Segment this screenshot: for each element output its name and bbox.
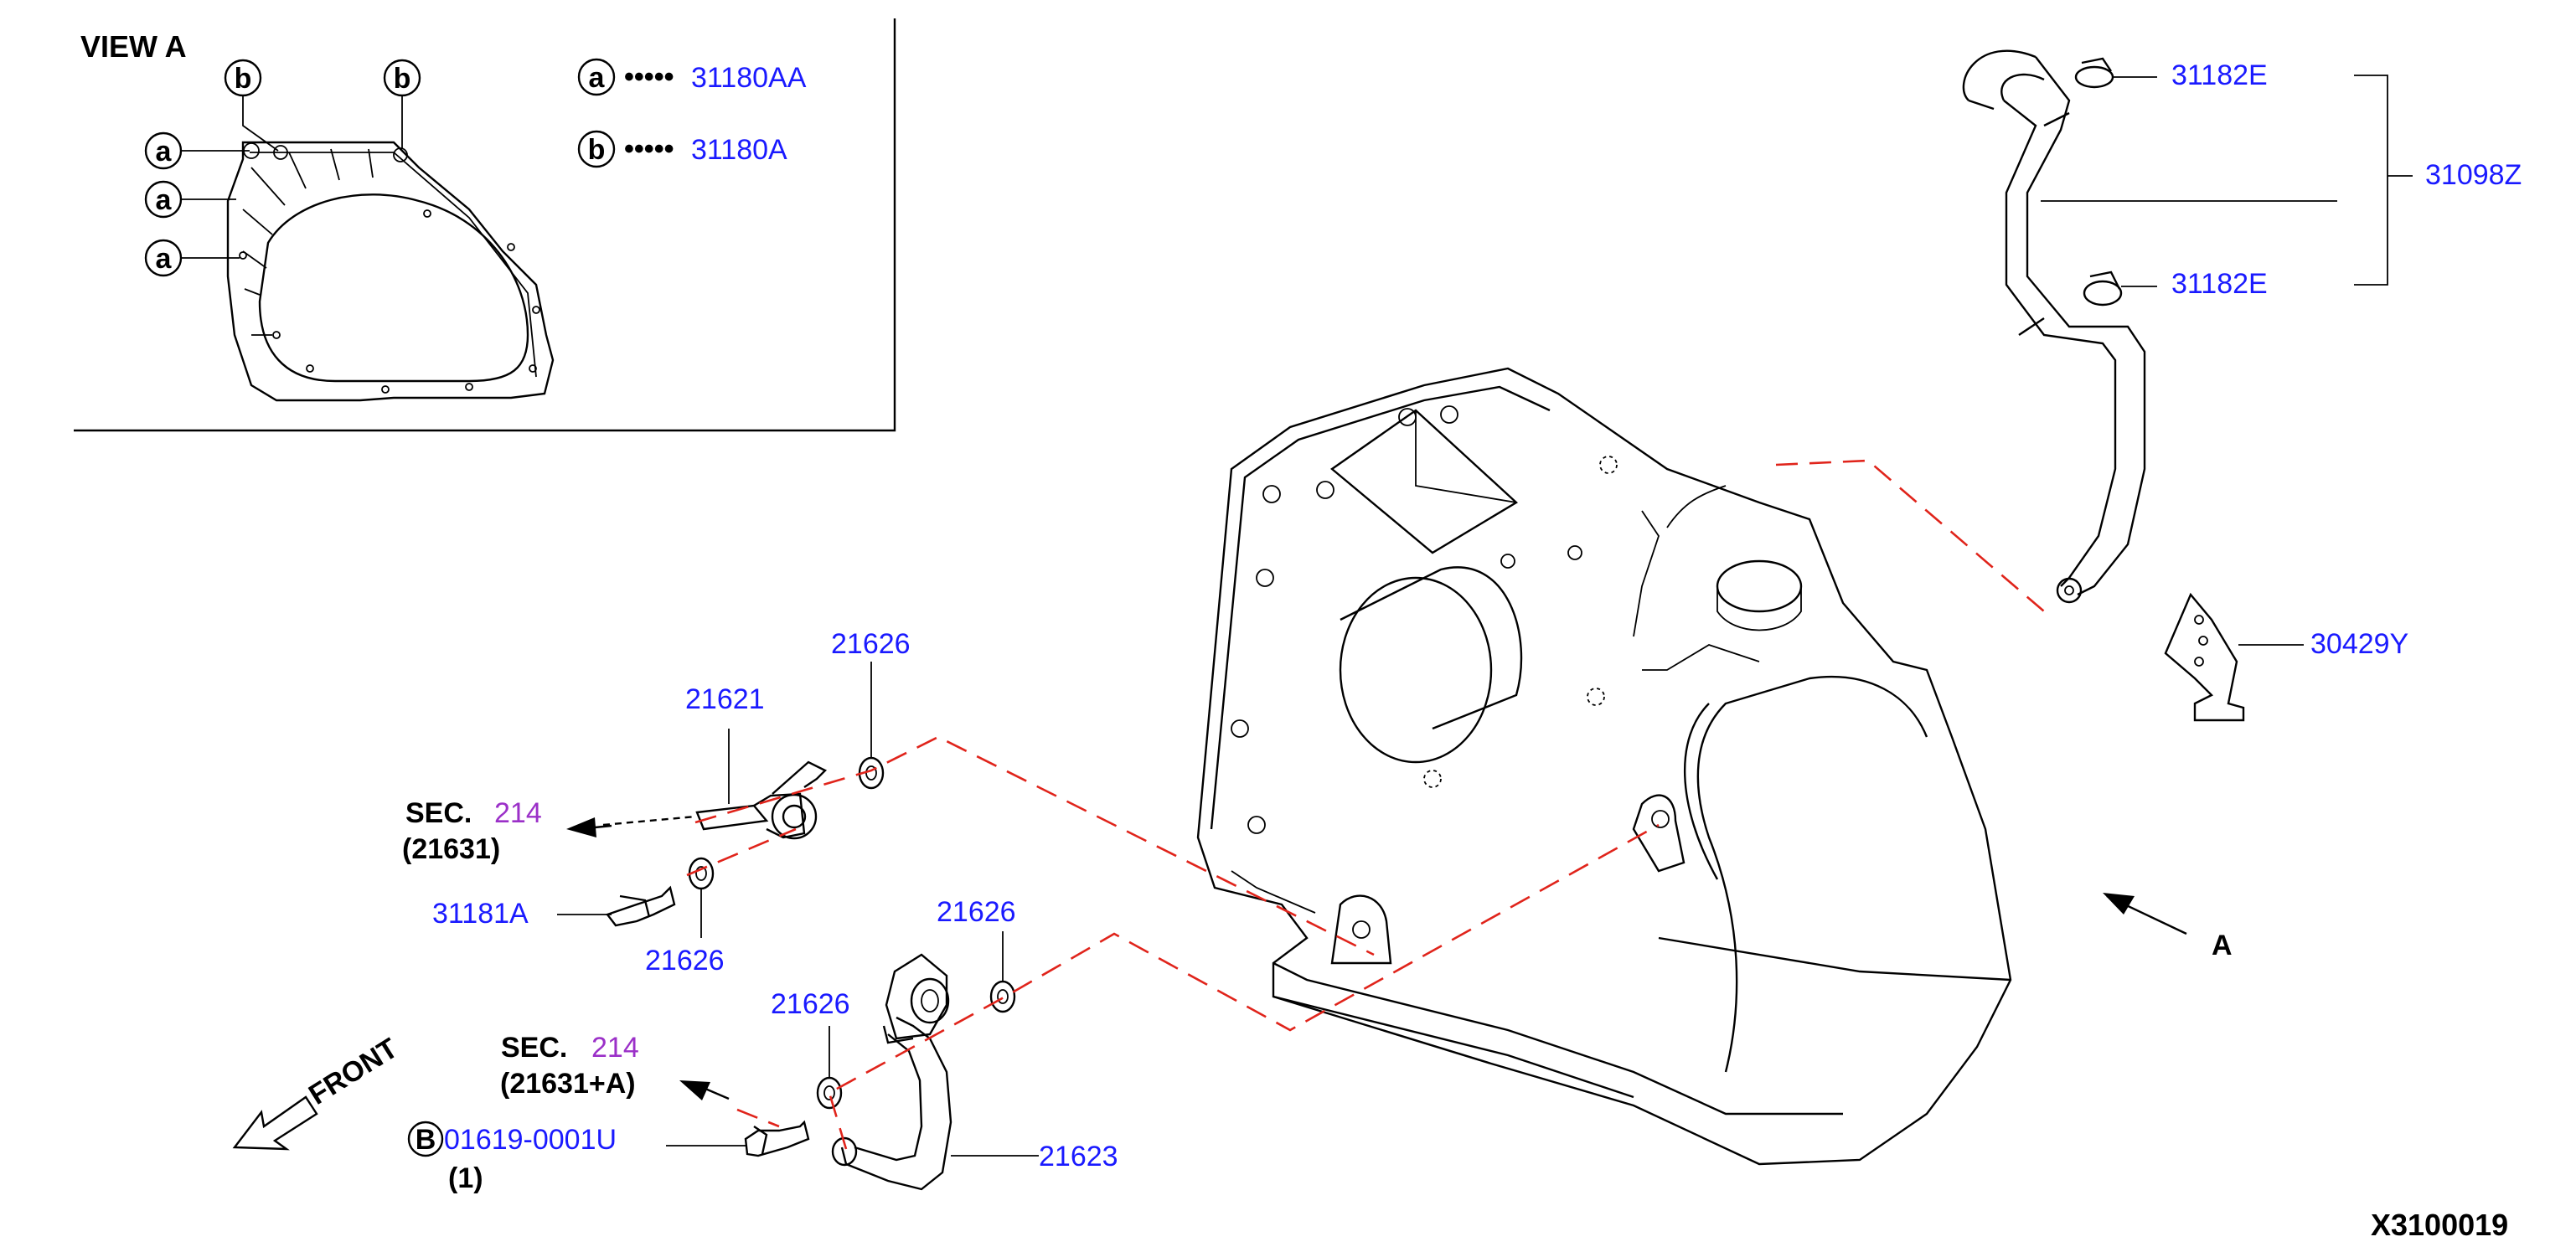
part-30429Y: 30429Y (2310, 628, 2408, 660)
svg-text:b: b (588, 134, 606, 166)
callout-a-3: a (144, 239, 240, 277)
breather-hose (1962, 49, 2337, 604)
part-21621: 21621 (685, 683, 765, 715)
clamp-top (2074, 57, 2157, 89)
svg-text:a: a (156, 184, 173, 216)
part-01619-0001U: 01619-0001U (444, 1124, 617, 1156)
legend-b: b ••••• 31180A (577, 130, 787, 168)
svg-text:•••••: ••••• (624, 61, 674, 93)
part-21626-a: 21626 (831, 628, 911, 660)
diagram-id: X3100019 (2371, 1208, 2508, 1242)
svg-text:b: b (235, 63, 252, 95)
view-arrow-label: A (2212, 930, 2233, 961)
washer-lower-left (816, 1076, 843, 1110)
legend-a: a ••••• 31180AA (577, 58, 807, 96)
svg-text:SEC.: SEC. (501, 1032, 567, 1064)
svg-text:a: a (589, 62, 606, 94)
part-31098Z: 31098Z (2425, 159, 2522, 191)
solenoid-cylinder (1339, 576, 1493, 764)
svg-text:a: a (156, 243, 173, 275)
svg-text:•••••: ••••• (624, 133, 674, 165)
clamp-bottom (2083, 271, 2157, 307)
front-arrow: FRONT (232, 1032, 404, 1151)
part-31182E-top: 31182E (2171, 59, 2268, 91)
svg-text:B: B (416, 1124, 436, 1156)
part-21623: 21623 (1039, 1141, 1118, 1172)
svg-text:214: 214 (591, 1032, 639, 1064)
svg-text:(21631+A): (21631+A) (500, 1068, 636, 1100)
bracket-30429Y (2164, 592, 2304, 722)
view-a-inset: VIEW A b b (74, 18, 896, 432)
part-21626-b: 21626 (645, 945, 725, 976)
view-a-arrow (2103, 893, 2187, 935)
section-ref-2: SEC. 214 (21631+A) (500, 1032, 639, 1100)
svg-text:(21631): (21631) (402, 833, 500, 865)
front-label: FRONT (303, 1032, 404, 1110)
washer-lower-right (989, 980, 1016, 1013)
part-21626-d: 21626 (771, 988, 850, 1020)
view-a-frame (74, 18, 896, 432)
view-a-gasket-drawing (226, 141, 555, 402)
bolt-quantity: (1) (448, 1162, 483, 1194)
lower-fitting (666, 931, 1039, 1191)
part-31180A: 31180A (691, 134, 787, 166)
view-a-title: VIEW A (80, 29, 187, 64)
svg-text:SEC.: SEC. (405, 797, 472, 829)
svg-text:214: 214 (494, 797, 542, 829)
svg-text:b: b (394, 63, 411, 95)
part-21626-c: 21626 (937, 896, 1016, 928)
part-31180AA: 31180AA (691, 62, 807, 94)
section-ref-1: SEC. 214 (21631) (402, 797, 542, 865)
transmission-housing (1196, 367, 2012, 1166)
callout-b-2: b (383, 59, 421, 149)
dashed-assembly-leaders (686, 459, 2045, 1150)
part-31182E-bottom: 31182E (2171, 268, 2268, 300)
hose-assembly-bracket (2354, 75, 2413, 286)
callout-a-2: a (144, 180, 236, 219)
callout-b-1: b (224, 59, 279, 152)
part-31181A: 31181A (432, 898, 529, 930)
bolt-callout-B: B (407, 1121, 444, 1157)
svg-text:a: a (156, 136, 173, 167)
callout-a-1: a (144, 131, 250, 170)
